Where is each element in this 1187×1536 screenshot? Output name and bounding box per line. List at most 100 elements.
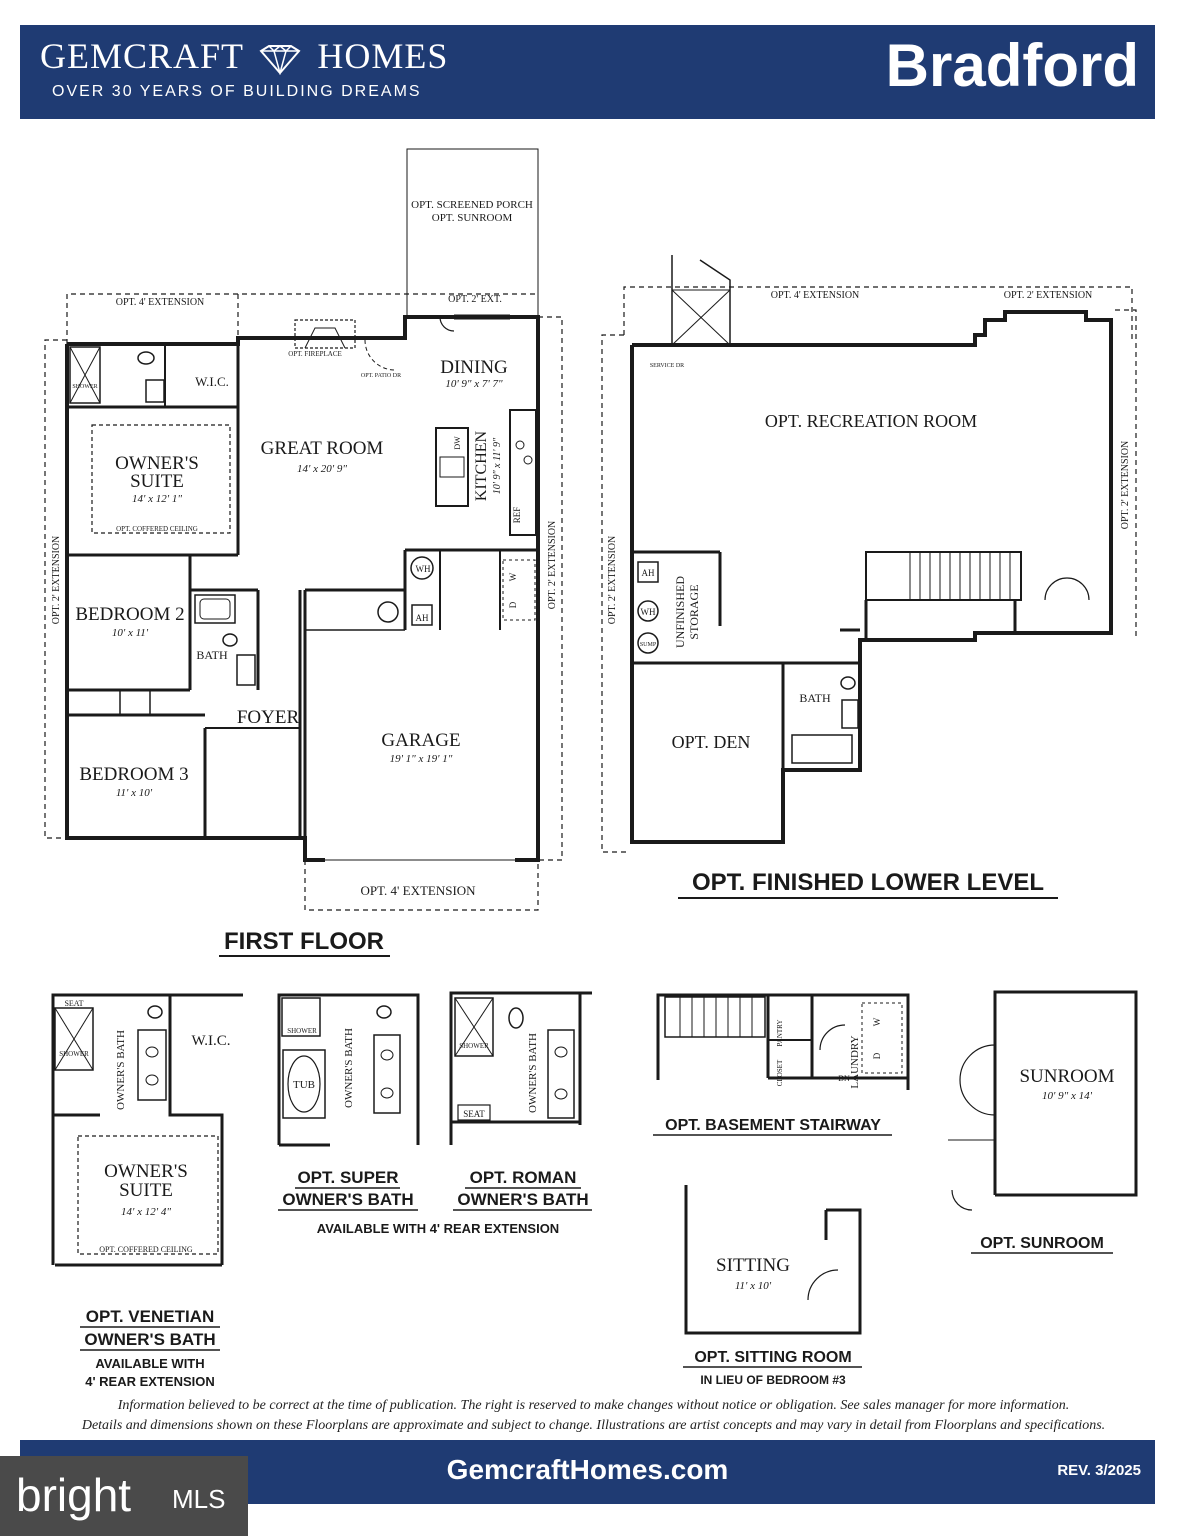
- roman-seat: SEAT: [463, 1109, 485, 1119]
- bedroom3-size: 11' x 10': [116, 787, 153, 799]
- ll-bath: BATH: [799, 691, 831, 705]
- diamond-icon: [259, 44, 301, 75]
- roman-shower: SHOWER: [459, 1042, 489, 1050]
- ll-ext-2-left: OPT. 2' EXTENSION: [607, 536, 618, 625]
- super-roman-note: AVAILABLE WITH 4' REAR EXTENSION: [317, 1221, 559, 1236]
- stair-d: D: [872, 1052, 882, 1059]
- super-bath: OWNER'S BATH: [343, 1028, 355, 1108]
- bedroom2-name: BEDROOM 2: [75, 604, 184, 625]
- tagline: OVER 30 YEARS OF BUILDING DREAMS: [52, 83, 422, 100]
- ll-den: OPT. DEN: [672, 732, 751, 752]
- great-room-size: 14' x 20' 9": [297, 463, 347, 475]
- super-title-1: OPT. SUPER: [297, 1168, 398, 1187]
- brand-left: GEMCRAFT: [40, 36, 244, 76]
- stair-dn: DN: [838, 1074, 850, 1083]
- label-wh: WH: [416, 564, 431, 574]
- garage-name: GARAGE: [381, 730, 460, 751]
- super-shower: SHOWER: [287, 1027, 317, 1035]
- venetian-note-1: AVAILABLE WITH: [95, 1356, 204, 1371]
- brand-logo: GEMCRAFT HOMES: [40, 35, 448, 77]
- first-floor-plan: [44, 148, 563, 911]
- label-ext-4-top: OPT. 4' EXTENSION: [116, 297, 205, 308]
- opt-roman-plan: [449, 991, 592, 1145]
- first-floor-title: FIRST FLOOR: [224, 928, 384, 955]
- opt-sunroom-plan: [948, 990, 1138, 1211]
- opt-basement-stair-plan: [656, 993, 910, 1090]
- floor-plans: OPT. SCREENED PORCH OPT. SUNROOM OPT. 4'…: [44, 148, 1138, 1389]
- label-ext-2-right: OPT. 2' EXTENSION: [547, 521, 558, 610]
- venetian-seat: SEAT: [64, 999, 83, 1008]
- ll-ext-2-right: OPT. 2' EXTENSION: [1120, 441, 1131, 530]
- label-wic: W.I.C.: [195, 374, 229, 389]
- venetian-title-2: OWNER'S BATH: [84, 1330, 215, 1349]
- ll-ah: AH: [642, 568, 655, 578]
- brand-right: HOMES: [317, 36, 449, 76]
- opt-sitting-plan: [684, 1185, 862, 1335]
- dining-name: DINING: [440, 357, 508, 378]
- venetian-coffered: OPT. COFFERED CEILING: [99, 1245, 193, 1254]
- label-dw: DW: [453, 436, 462, 450]
- venetian-shower: SHOWER: [59, 1050, 89, 1058]
- ll-service-dr: SERVICE DR: [650, 363, 684, 369]
- lower-level-title: OPT. FINISHED LOWER LEVEL: [692, 869, 1044, 896]
- stair-w: W: [872, 1017, 882, 1026]
- owners-suite-size: 14' x 12' 1": [132, 493, 182, 505]
- label-ref: REF: [512, 507, 522, 524]
- venetian-suite-1: OWNER'S: [104, 1161, 188, 1182]
- opt-super-plan: [277, 993, 420, 1147]
- label-foyer: FOYER: [237, 707, 300, 728]
- stair-pantry: PANTRY: [776, 1020, 784, 1047]
- label-ext-2-left: OPT. 2' EXTENSION: [51, 536, 62, 625]
- ll-recreation: OPT. RECREATION ROOM: [765, 411, 977, 431]
- sunroom-title: OPT. SUNROOM: [980, 1235, 1104, 1252]
- opt-venetian-plan: [51, 993, 243, 1267]
- website-link[interactable]: GemcraftHomes.com: [446, 1454, 729, 1485]
- label-w: W: [508, 572, 518, 581]
- label-coffered: OPT. COFFERED CEILING: [116, 525, 198, 533]
- ll-sump: SUMP: [640, 642, 657, 648]
- venetian-wic: W.I.C.: [191, 1033, 230, 1049]
- label-ext-2-top: OPT. 2' EXT.: [448, 294, 502, 305]
- ll-storage-1: UNFINISHED: [673, 576, 687, 648]
- roman-title-2: OWNER'S BATH: [457, 1190, 588, 1209]
- label-ah: AH: [416, 613, 429, 623]
- disclaimer-line-1: Information believed to be correct at th…: [117, 1398, 1070, 1413]
- venetian-suite-2: SUITE: [119, 1180, 173, 1201]
- sitting-size: 11' x 10': [735, 1280, 772, 1292]
- venetian-title-1: OPT. VENETIAN: [86, 1307, 214, 1326]
- roman-title-1: OPT. ROMAN: [470, 1168, 577, 1187]
- stair-title: OPT. BASEMENT STAIRWAY: [665, 1117, 881, 1134]
- bedroom3-name: BEDROOM 3: [79, 764, 188, 785]
- sitting-title: OPT. SITTING ROOM: [694, 1349, 851, 1366]
- watermark-logo: bright MLS: [0, 1456, 248, 1536]
- sitting-note: IN LIEU OF BEDROOM #3: [700, 1373, 846, 1387]
- venetian-size: 14' x 12' 4": [121, 1206, 171, 1218]
- owners-suite-name-1: OWNER'S: [115, 453, 199, 474]
- bedroom2-size: 10' x 11': [112, 627, 149, 639]
- venetian-bath: OWNER'S BATH: [115, 1030, 127, 1110]
- stair-laundry: LAUNDRY: [849, 1035, 861, 1088]
- stair-closet: CLOSET: [776, 1059, 784, 1086]
- disclaimer-line-2: Details and dimensions shown on these Fl…: [81, 1418, 1106, 1433]
- dining-size: 10' 9" x 7' 7": [445, 378, 503, 390]
- revision-label: REV. 3/2025: [1057, 1462, 1141, 1479]
- label-ext-4-bottom: OPT. 4' EXTENSION: [360, 883, 476, 898]
- lower-level-plan: [601, 255, 1137, 853]
- header-banner: GEMCRAFT HOMES OVER 30 YEARS OF BUILDING…: [20, 25, 1155, 119]
- ll-wh: WH: [641, 607, 656, 617]
- label-d: D: [508, 601, 518, 608]
- sunroom-size: 10' 9" x 14': [1042, 1090, 1093, 1102]
- super-tub: TUB: [293, 1079, 315, 1091]
- kitchen-name: KITCHEN: [473, 430, 490, 501]
- ll-ext-2-top: OPT. 2' EXTENSION: [1004, 290, 1093, 301]
- super-title-2: OWNER'S BATH: [282, 1190, 413, 1209]
- model-name: Bradford: [885, 32, 1139, 99]
- great-room-name: GREAT ROOM: [261, 438, 384, 459]
- roman-bath: OWNER'S BATH: [527, 1033, 539, 1113]
- ll-ext-4-top: OPT. 4' EXTENSION: [771, 290, 860, 301]
- label-shower: SHOWER: [72, 384, 97, 390]
- label-sunroom-opt: OPT. SUNROOM: [432, 212, 513, 224]
- watermark-brand: bright: [16, 1469, 132, 1521]
- garage-size: 19' 1" x 19' 1": [390, 753, 453, 765]
- label-fireplace: OPT. FIREPLACE: [288, 350, 342, 358]
